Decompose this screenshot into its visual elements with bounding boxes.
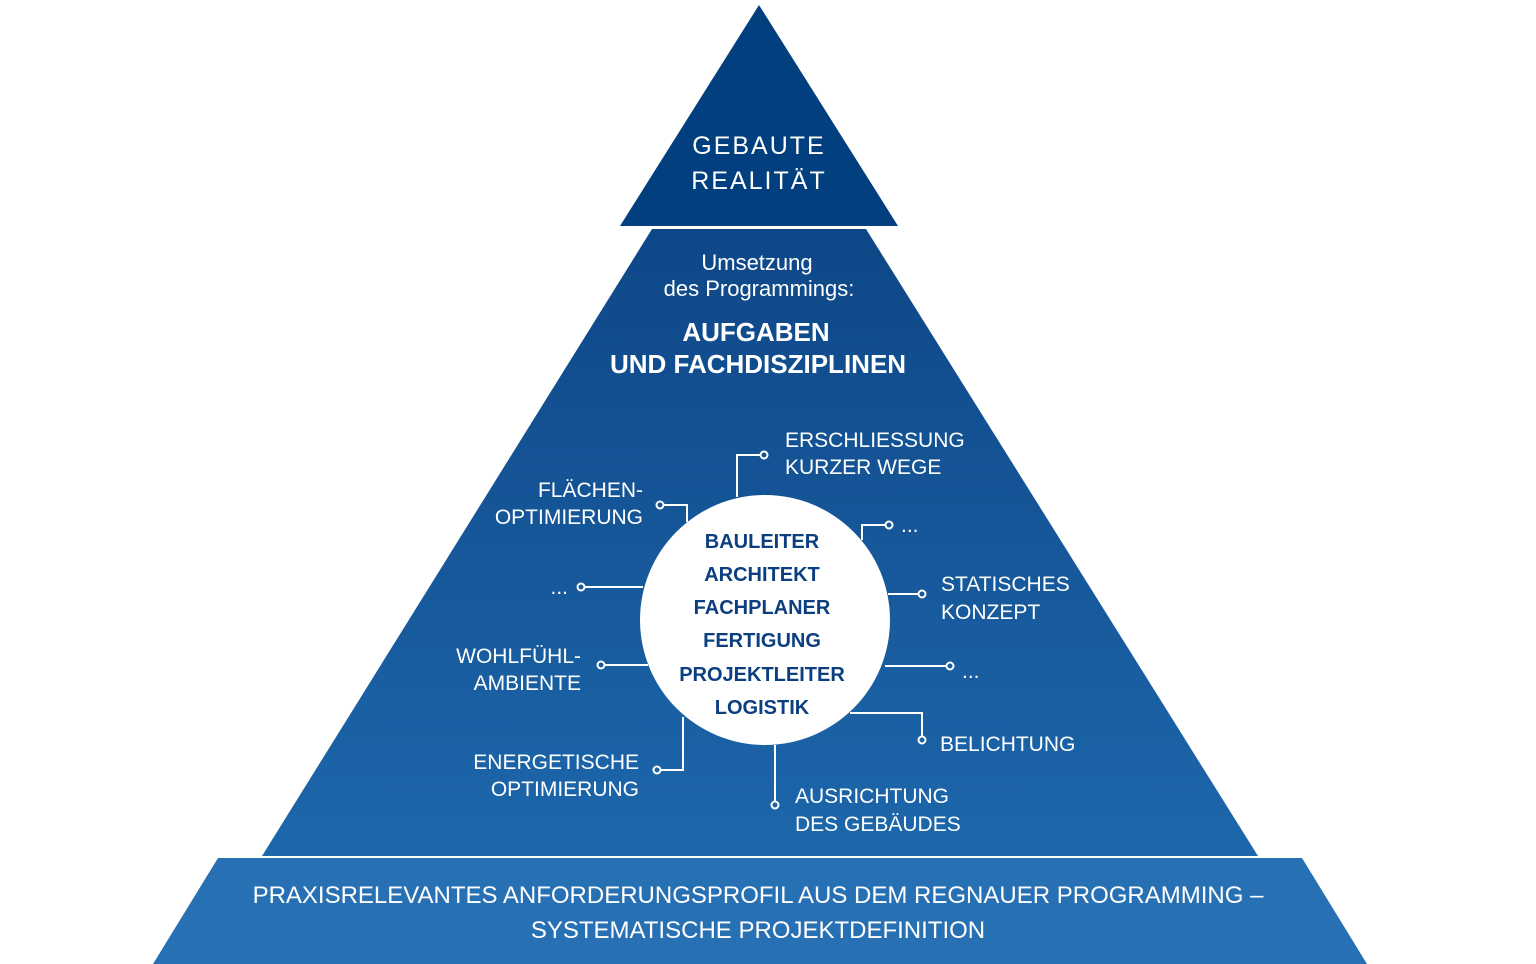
middle-heading-line2: UND FACHDISZIPLINEN — [610, 349, 906, 379]
aspect-erschliessung-line2: KURZER WEGE — [785, 456, 941, 479]
role-architekt: ARCHITEKT — [704, 564, 820, 586]
role-fertigung: FERTIGUNG — [703, 630, 821, 652]
pyramid-top-tier — [620, 5, 898, 226]
base-text-line1: PRAXISRELEVANTES ANFORDERUNGSPROFIL AUS … — [253, 882, 1265, 909]
aspect-energetische-line1: ENERGETISCHE — [473, 751, 639, 774]
aspect-energetische-line2: OPTIMIERUNG — [491, 778, 639, 801]
aspect-wohlfuehl-line1: WOHLFÜHL- — [456, 645, 581, 668]
middle-subtitle-line2: des Programmings: — [664, 276, 855, 301]
aspect-statisches-line2: KONZEPT — [941, 601, 1040, 624]
role-logistik: LOGISTIK — [715, 697, 810, 719]
base-text-line2: SYSTEMATISCHE PROJEKTDEFINITION — [531, 917, 985, 944]
role-bauleiter: BAULEITER — [705, 531, 820, 553]
aspect-wohlfuehl-line2: AMBIENTE — [474, 672, 581, 695]
aspect-flaechen-line2: OPTIMIERUNG — [495, 506, 643, 529]
aspect-belichtung: BELICHTUNG — [940, 733, 1075, 756]
aspect-statisches-line1: STATISCHES — [941, 573, 1070, 596]
connectors — [576, 450, 955, 810]
pyramid-base-tier — [153, 858, 1367, 964]
aspect-more-right: ... — [962, 660, 980, 683]
middle-heading-line1: AUFGABEN — [682, 317, 829, 347]
middle-subtitle-line1: Umsetzung — [701, 250, 812, 275]
aspect-flaechen-line1: FLÄCHEN- — [538, 479, 643, 502]
aspect-ausrichtung-line1: AUSRICHTUNG — [795, 785, 949, 808]
aspect-ausrichtung-line2: DES GEBÄUDES — [795, 813, 961, 836]
top-title-line1: GEBAUTE — [692, 132, 825, 160]
aspect-erschliessung-line1: ERSCHLIESSUNG — [785, 429, 965, 452]
aspect-more-left: ... — [550, 576, 568, 599]
role-projektleiter: PROJEKTLEITER — [679, 664, 845, 686]
aspect-more-top-right: ... — [901, 514, 919, 537]
role-fachplaner: FACHPLANER — [694, 597, 831, 619]
top-title-line2: REALITÄT — [691, 167, 826, 195]
roles-circle — [640, 495, 890, 745]
